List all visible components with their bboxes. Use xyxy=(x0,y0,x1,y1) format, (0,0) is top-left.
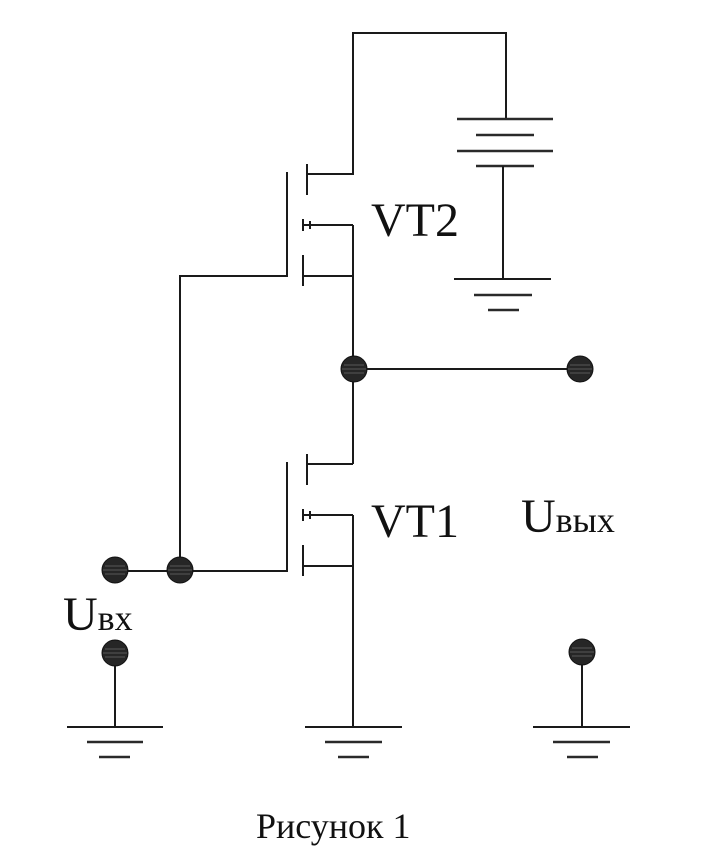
label-input-sub: вх xyxy=(98,598,133,638)
vt1-gate-line xyxy=(115,462,288,572)
label-output-u: U xyxy=(521,490,556,543)
supply-wiring xyxy=(307,32,507,175)
node-output-top[interactable] xyxy=(566,355,594,383)
node-gate-junction xyxy=(166,556,194,584)
ground-icon-supply xyxy=(454,278,551,312)
label-input-u: U xyxy=(63,588,98,641)
ground-icon-output xyxy=(533,652,630,759)
label-output-voltage: Uвых xyxy=(521,490,615,543)
transistor-vt2-icon xyxy=(179,164,354,571)
battery-icon xyxy=(457,117,553,279)
figure-caption: Рисунок 1 xyxy=(256,806,411,846)
label-input-voltage: Uвх xyxy=(63,588,133,641)
label-vt2: VT2 xyxy=(371,194,459,247)
vt2-gate-line xyxy=(179,172,288,571)
node-input-bottom[interactable] xyxy=(101,639,129,667)
node-output-junction xyxy=(340,355,368,383)
label-output-sub: вых xyxy=(556,500,615,540)
wire-vt2-drain-to-battery xyxy=(307,32,507,175)
node-output-bottom[interactable] xyxy=(568,638,596,666)
node-input-top[interactable] xyxy=(101,556,129,584)
transistor-vt1-icon xyxy=(115,454,354,727)
ground-icon-input xyxy=(67,653,163,759)
ground-icon-vt1 xyxy=(305,726,402,759)
label-vt1: VT1 xyxy=(371,495,459,548)
